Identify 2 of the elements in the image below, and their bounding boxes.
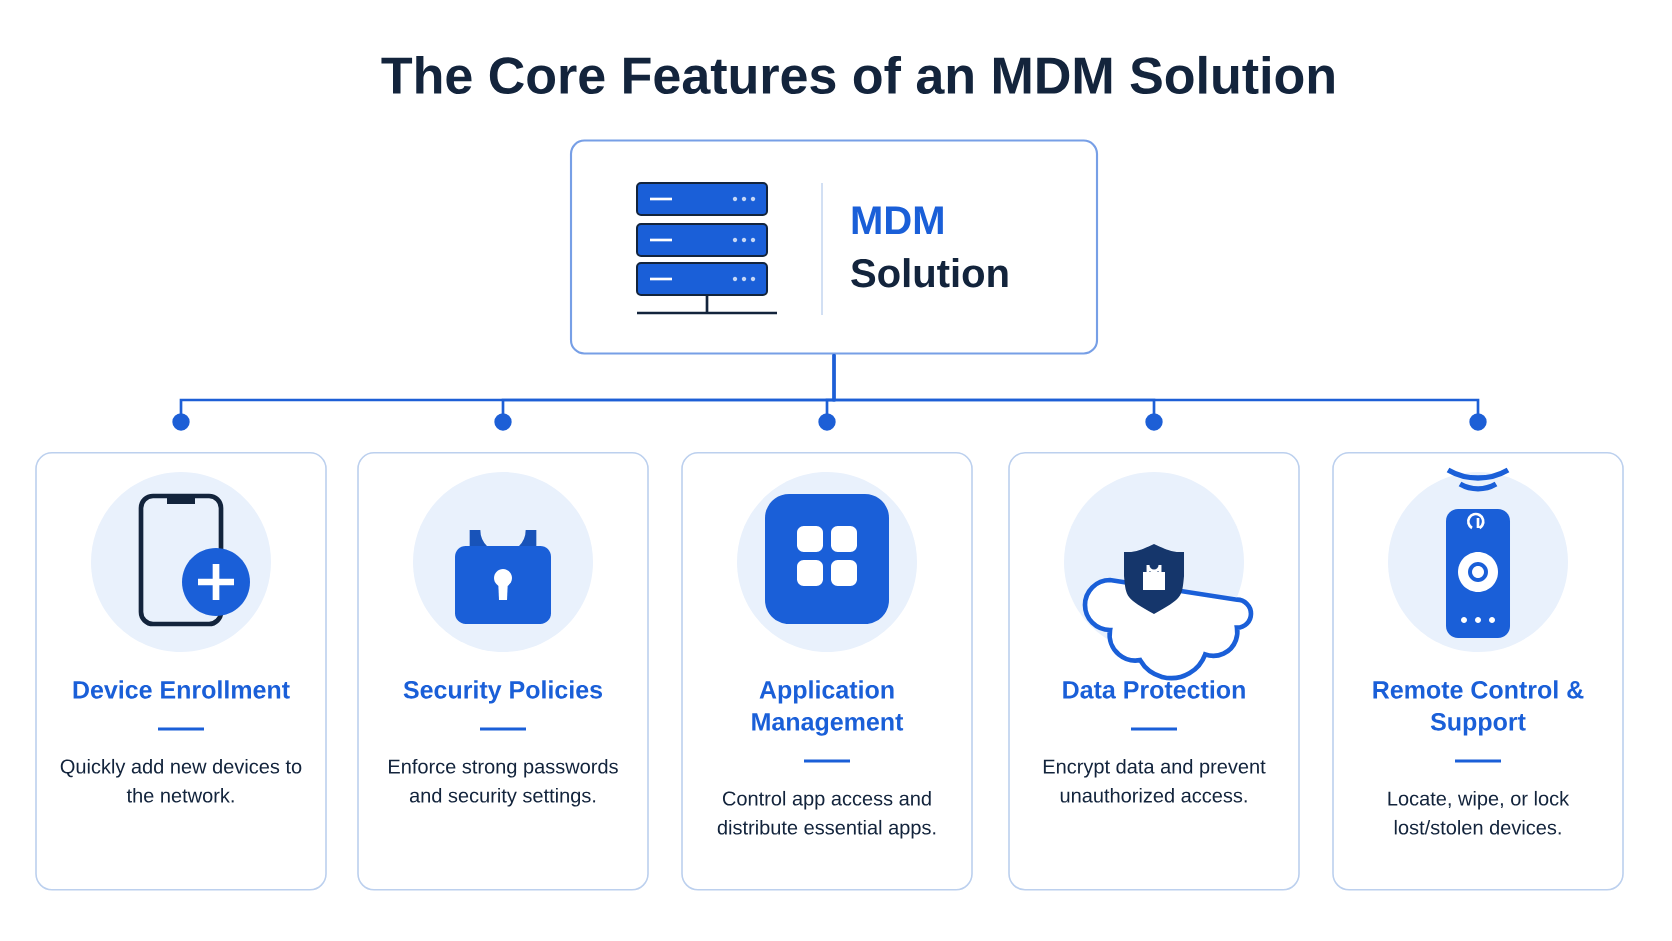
connector: [832, 354, 1487, 431]
title: The Core Features of an MDM Solution: [381, 55, 1334, 95]
